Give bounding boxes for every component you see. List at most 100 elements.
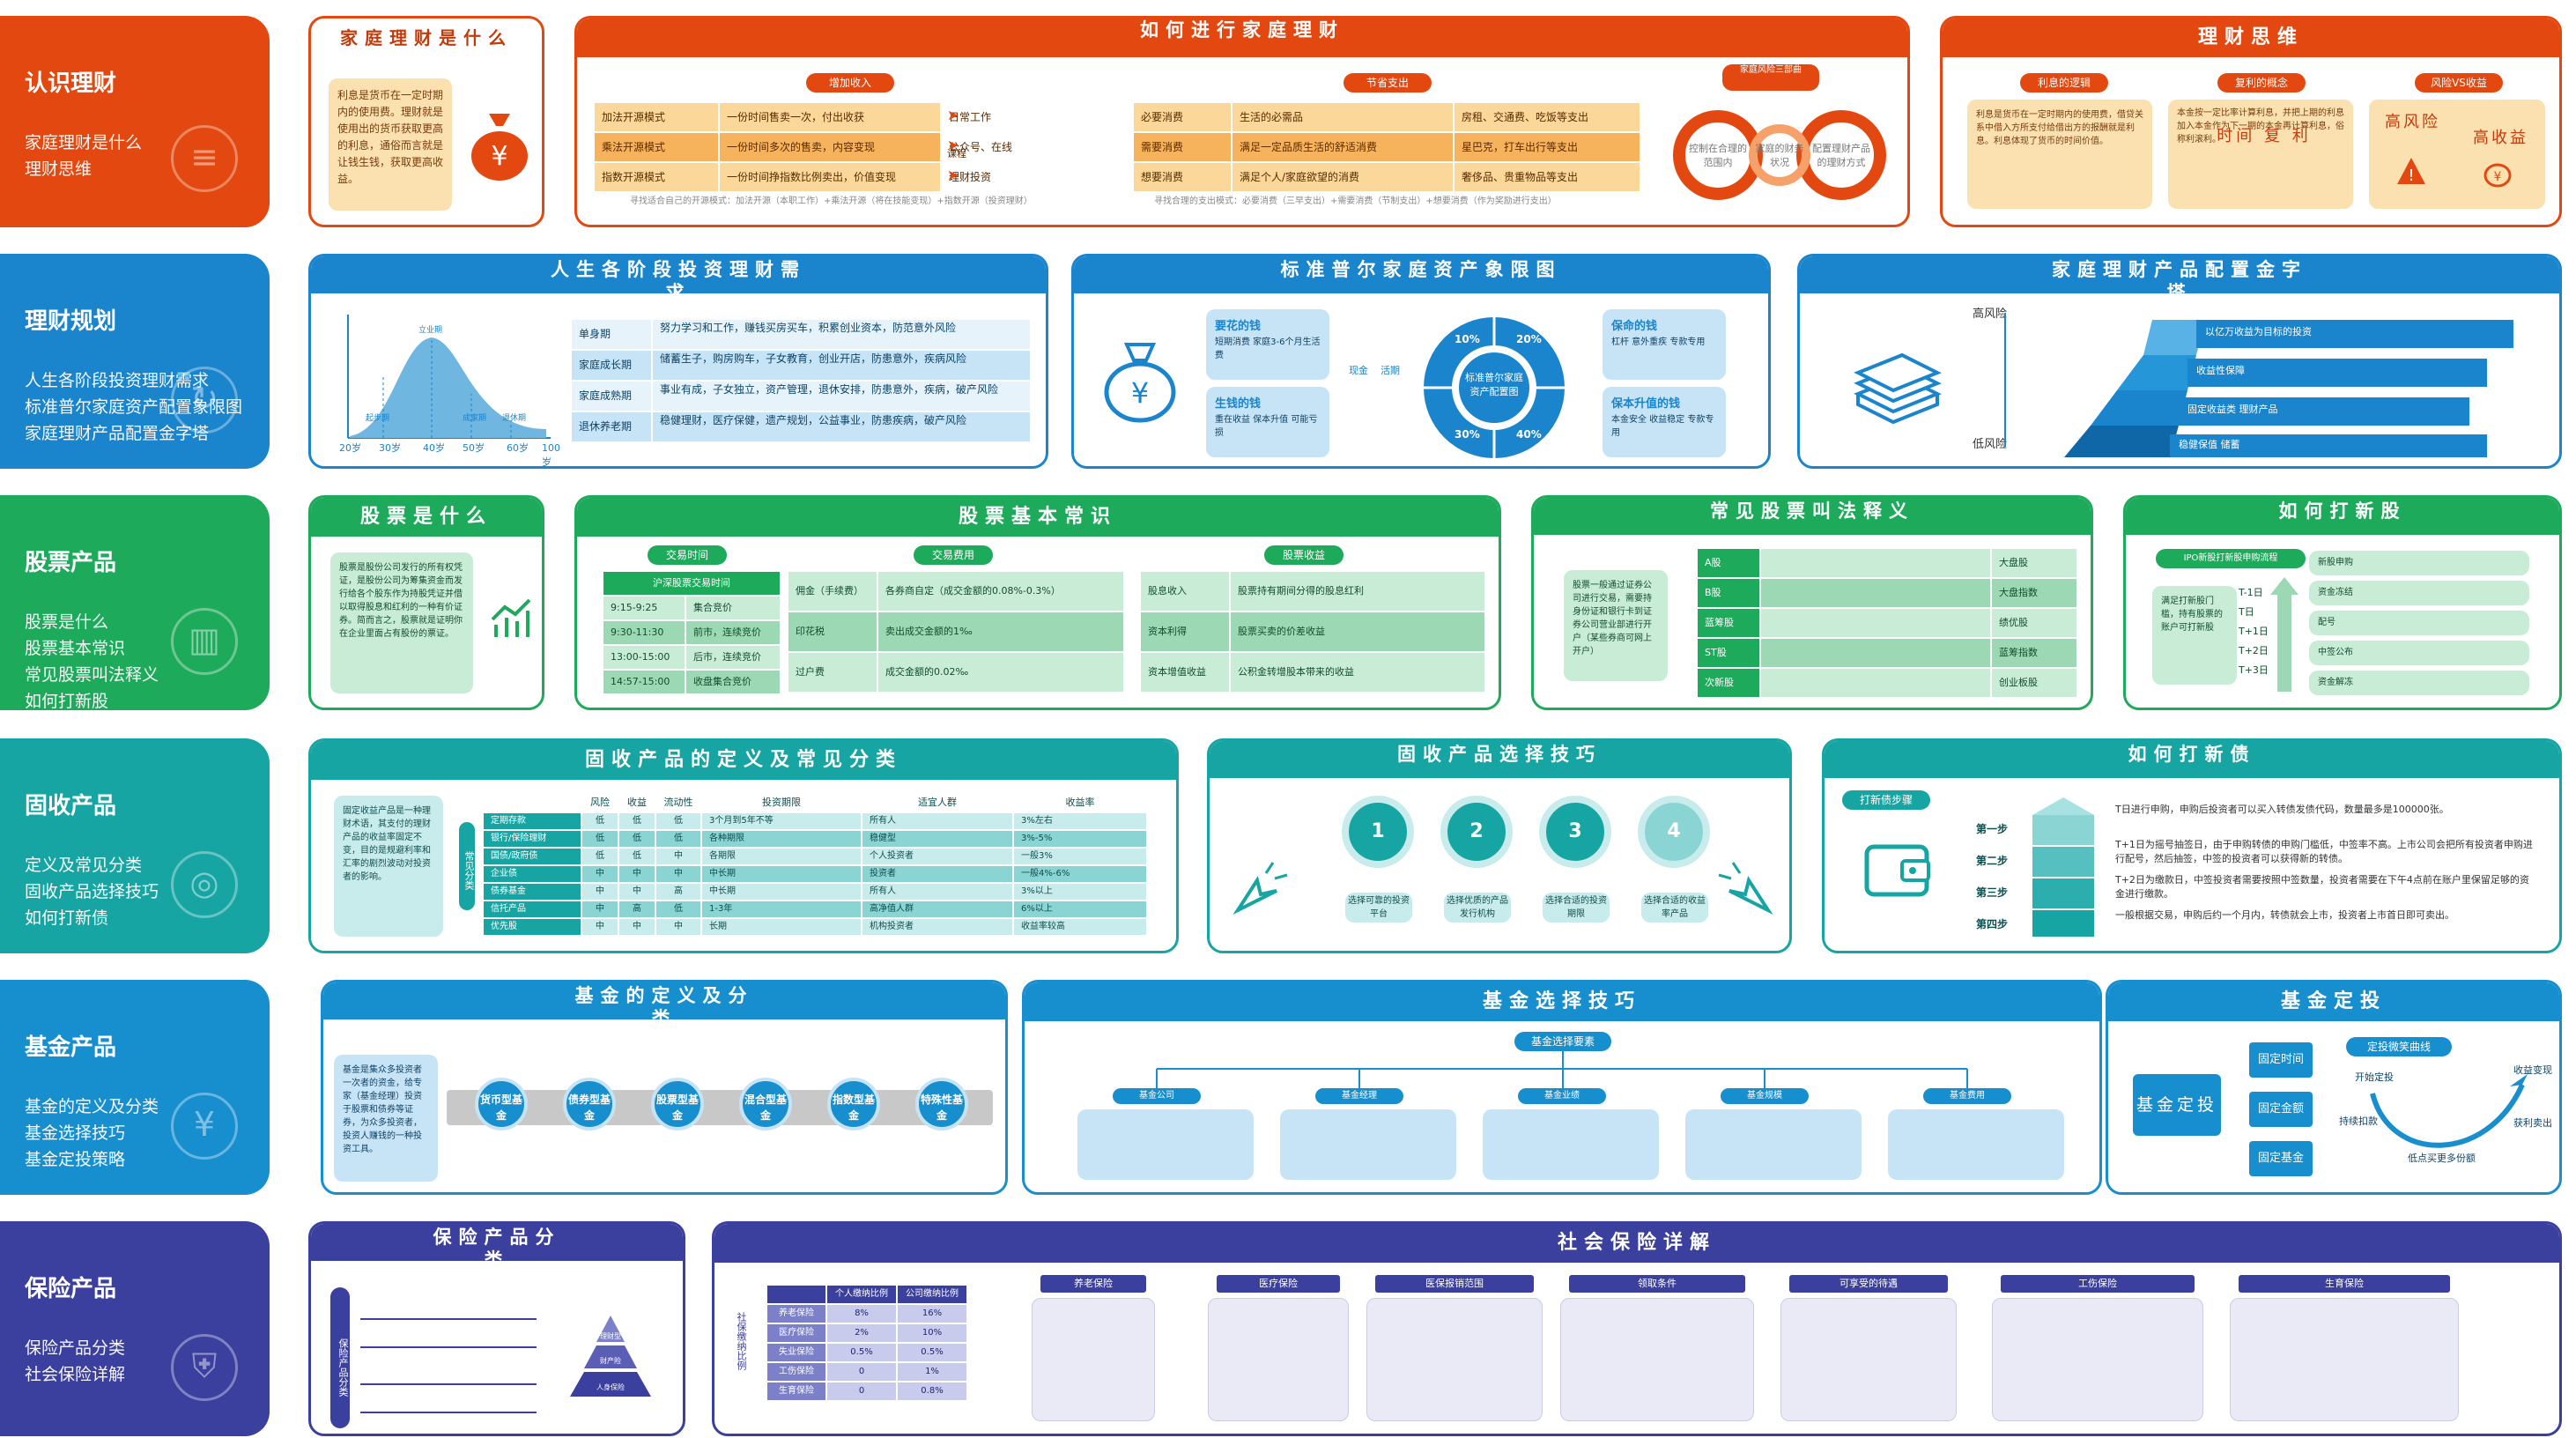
row-subitem[interactable]: 如何打新债 — [25, 908, 109, 928]
curve-label: 开始定投 — [2355, 1071, 2394, 1083]
term-name: 次新股 — [1698, 669, 1759, 697]
time-range: 9:30-11:30 — [603, 621, 685, 644]
panel-title: 如何打新债 — [1825, 741, 2559, 778]
sip-option[interactable]: 固定基金 — [2249, 1141, 2313, 1176]
table-cell: 8% — [827, 1305, 896, 1323]
social-section-title[interactable]: 工伤保险 — [2001, 1275, 2195, 1293]
row-label-3[interactable]: 固收产品定义及常见分类固收产品选择技巧如何打新债◎ — [0, 738, 270, 953]
row-label-5[interactable]: 保险产品保险产品分类社会保险详解⛨ — [0, 1221, 270, 1436]
row-subitem[interactable]: 人生各阶段投资理财需求 — [25, 371, 210, 390]
row-subitem[interactable]: 家庭理财是什么 — [25, 133, 143, 152]
social-section-title[interactable]: 领取条件 — [1569, 1275, 1745, 1293]
row-subitem[interactable]: 基金的定义及分类 — [25, 1097, 159, 1116]
row-label-4[interactable]: 基金产品基金的定义及分类基金选择技巧基金定投策略¥ — [0, 980, 270, 1195]
row-subitem[interactable]: 定义及常见分类 — [25, 856, 143, 875]
row-subitem[interactable]: 家庭理财产品配置金字塔 — [25, 424, 210, 443]
money-bag-icon: ¥ — [2482, 156, 2513, 188]
row-value: 股票买卖的价差收益 — [1231, 612, 1484, 651]
time-session: 前市，连续竞价 — [686, 621, 780, 644]
social-section-body — [1366, 1298, 1543, 1421]
fund-tip-branch[interactable]: 基金规模 — [1721, 1088, 1809, 1104]
definition-text: 利息是货币在一定时期内的使用费。理财就是使用出的货币获取更高的利息，通俗而言就是… — [329, 78, 452, 211]
ipo-day: T+1日 — [2239, 626, 2269, 637]
row-subitem[interactable]: 常见股票叫法释义 — [25, 665, 159, 685]
fund-tip-branch[interactable]: 基金公司 — [1113, 1088, 1201, 1104]
fund-tip-branch[interactable]: 基金经理 — [1315, 1088, 1403, 1104]
social-section-title[interactable]: 医疗保险 — [1217, 1275, 1340, 1293]
table-cell: 低 — [656, 813, 700, 829]
fund-tip-branch[interactable]: 基金业绩 — [1518, 1088, 1606, 1104]
income-mid-label: 课程 — [947, 148, 966, 159]
insurance-lines — [360, 1301, 537, 1425]
row-subitem[interactable]: 基金定投策略 — [25, 1150, 126, 1169]
sip-option[interactable]: 固定时间 — [2249, 1042, 2313, 1078]
fund-type-circle[interactable]: 特殊性基金 — [915, 1078, 968, 1130]
table-cell: 高 — [619, 901, 655, 917]
social-section-body — [1560, 1298, 1754, 1421]
row-label-0[interactable]: 认识理财家庭理财是什么理财思维≡ — [0, 16, 270, 227]
row-subitem[interactable]: 保险产品分类 — [25, 1338, 126, 1358]
table-cell: 奢侈品、贵重物品等支出 — [1455, 163, 1640, 191]
quadrant-percent: 10% — [1455, 333, 1480, 345]
table-header: 流动性 — [663, 797, 693, 808]
pill-save-spending: 节省支出 — [1344, 73, 1432, 93]
panel-insurance-types: 保险产品分类 保险产品分类 理财型财产险人身保险 — [308, 1221, 685, 1436]
panel-new-stock: 如何打新股 IPO新股打新股申购流程 满足打新股门槛，持有股票的账户可打新股 T… — [2123, 495, 2562, 710]
row-title: 股票产品 — [25, 550, 117, 576]
pill-trading-fee: 交易费用 — [914, 545, 993, 565]
table-cell: 所有人 — [862, 813, 1012, 829]
sip-option[interactable]: 固定金额 — [2249, 1092, 2313, 1127]
stage-desc: 努力学习和工作，赚钱买房买车，积累创业资本，防范意外风险 — [653, 320, 1030, 349]
social-section-title[interactable]: 医保报销范围 — [1375, 1275, 1534, 1293]
panel-sp-quadrant: 标准普尔家庭资产象限图 ¥ 10%20%30%40% 标准普尔家庭资产配置图 要… — [1071, 254, 1771, 469]
row-label-1[interactable]: 理财规划人生各阶段投资理财需求标准普尔家庭资产配置象限图家庭理财产品配置金字塔↻ — [0, 254, 270, 469]
table-cell: 0.8% — [898, 1382, 966, 1400]
row-subitem[interactable]: 社会保险详解 — [25, 1365, 126, 1384]
high-return-label: 高收益 — [2473, 129, 2528, 147]
ipo-day: T+3日 — [2239, 664, 2269, 676]
fund-type-circle[interactable]: 混合型基金 — [739, 1078, 792, 1130]
fund-type-circle[interactable]: 货币型基金 — [475, 1078, 528, 1130]
high-risk-label: 高风险 — [2385, 113, 2440, 131]
step-number: 3 — [1539, 796, 1611, 868]
table-cell: 中 — [582, 866, 618, 882]
cursor-icon — [1231, 856, 1292, 917]
row-subitem[interactable]: 股票是什么 — [25, 612, 109, 632]
row-label-2[interactable]: 股票产品股票是什么股票基本常识常见股票叫法释义如何打新股▥ — [0, 495, 270, 711]
row-subitem[interactable]: 如何打新股 — [25, 692, 109, 711]
axis-tick-label: 40岁 — [423, 442, 445, 454]
svg-text:¥: ¥ — [2494, 170, 2502, 184]
social-section-title[interactable]: 生育保险 — [2239, 1275, 2450, 1293]
term-desc-placeholder — [1761, 639, 1990, 667]
fund-type-circle[interactable]: 债券型基金 — [563, 1078, 616, 1130]
table-cell: 需要消费 — [1134, 133, 1231, 161]
panel-title: 股票是什么 — [311, 498, 542, 537]
social-section-title[interactable]: 养老保险 — [1040, 1275, 1146, 1293]
row-subitem[interactable]: 股票基本常识 — [25, 639, 126, 658]
fund-type-circle[interactable]: 指数型基金 — [827, 1078, 880, 1130]
row-subitem[interactable]: 基金选择技巧 — [25, 1123, 126, 1143]
social-section-body — [2230, 1298, 2459, 1421]
arrow-right-icon: ➤ — [947, 167, 959, 183]
table-cell: 一般4%-6% — [1014, 866, 1146, 882]
table-cell: 0.5% — [898, 1344, 966, 1361]
fund-tip-branch[interactable]: 基金费用 — [1923, 1088, 2011, 1104]
row-subitem[interactable]: 理财思维 — [25, 159, 93, 179]
table-cell: 0 — [827, 1363, 896, 1381]
fund-type-circle[interactable]: 股票型基金 — [651, 1078, 704, 1130]
stage-table: 单身期努力学习和工作，赚钱买房买车，积累创业资本，防范意外风险家庭成长期储蓄生子… — [572, 320, 1030, 443]
pyramid-tier-label: 稳健保值 储蓄 — [2179, 439, 2240, 450]
social-section-title[interactable]: 可享受的待遇 — [1789, 1275, 1948, 1293]
table-cell: 16% — [898, 1305, 966, 1323]
step-number: 2 — [1440, 796, 1513, 868]
quadrant-percent: 40% — [1516, 428, 1542, 441]
pyramid-tier-label: 以亿万收益为目标的投资 — [2205, 326, 2312, 337]
pyramid-tier-label: 固定收益类 理财产品 — [2187, 404, 2278, 415]
table-cell: 一份时间多次的售卖，内容变现 — [720, 133, 940, 161]
panel-title: 人生各阶段投资理财需求 — [311, 256, 1046, 303]
row-subitem[interactable]: 固收产品选择技巧 — [25, 882, 159, 901]
